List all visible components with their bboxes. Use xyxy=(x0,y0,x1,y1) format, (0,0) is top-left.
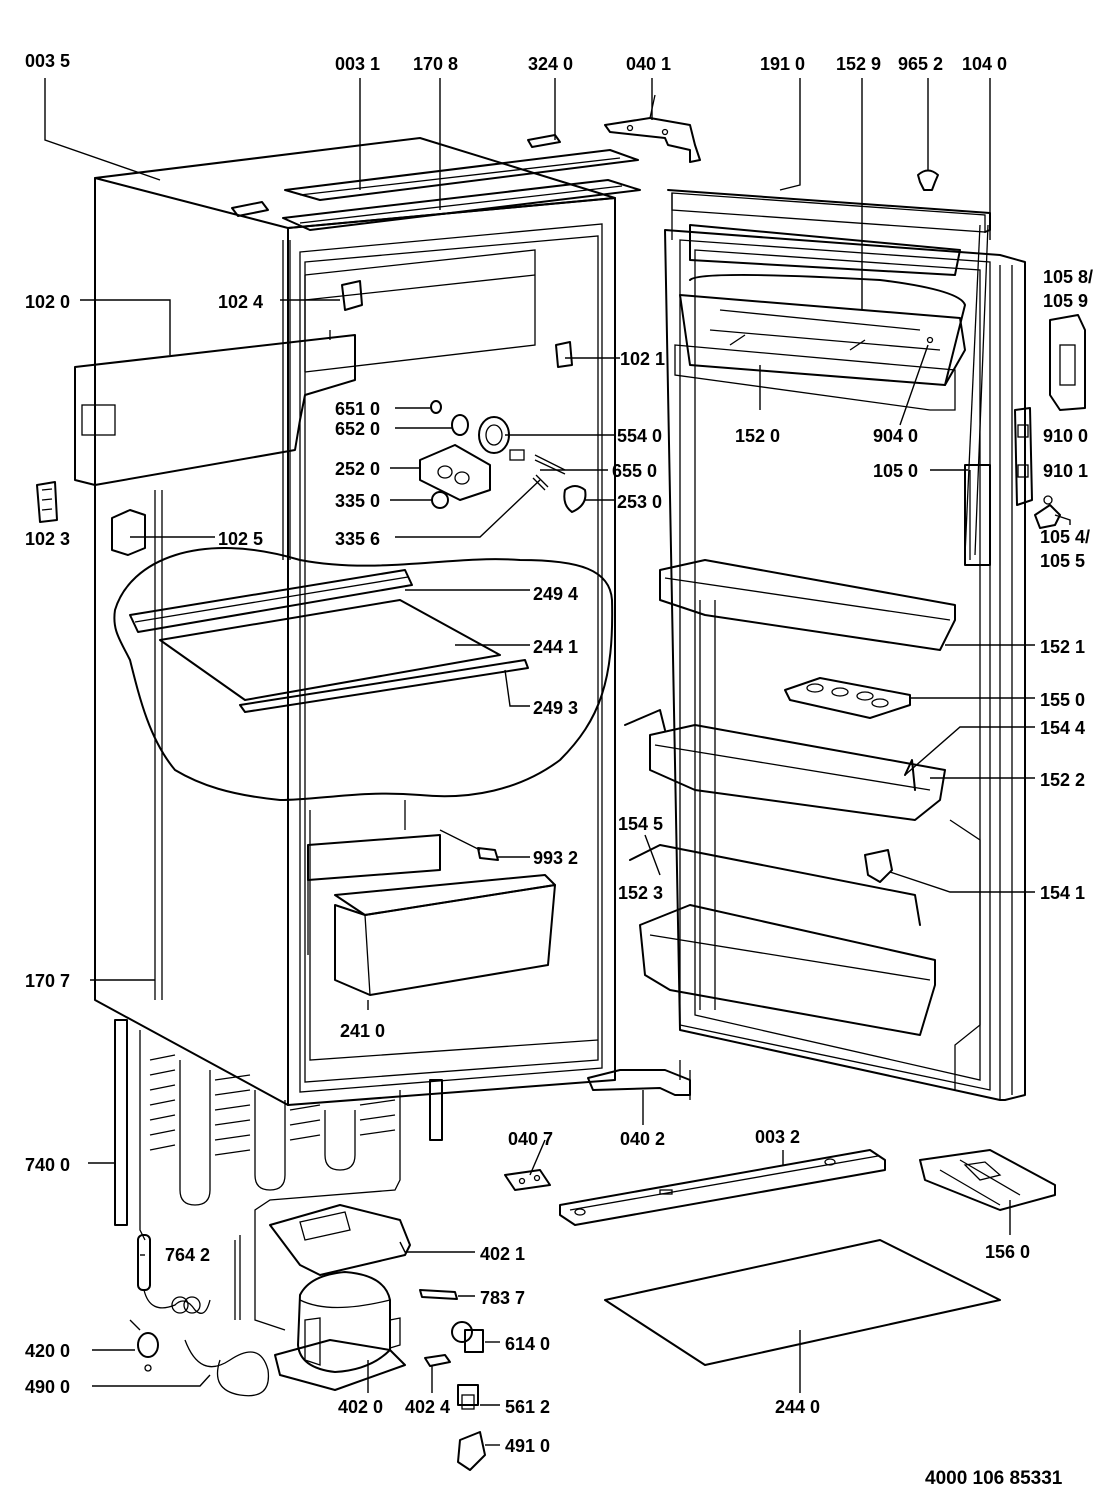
bottom-hinge xyxy=(587,1060,691,1100)
callout-040-7: 040 7 xyxy=(508,1129,554,1149)
callout-655-0: 655 0 xyxy=(612,461,658,481)
callout-652-0: 652 0 xyxy=(335,419,381,439)
dairy-compartment xyxy=(674,224,966,411)
callout-105-4: 105 4/ xyxy=(1040,527,1091,547)
bottle-guard xyxy=(629,844,921,926)
door-shelf-top xyxy=(659,559,956,651)
glass-plate xyxy=(604,1239,1001,1366)
bottom-cover-strip xyxy=(559,1149,886,1226)
callout-910-1: 910 1 xyxy=(1043,461,1089,481)
callout-154-5: 154 5 xyxy=(618,814,664,834)
callout-491-0: 491 0 xyxy=(505,1436,551,1456)
callout-152-0: 152 0 xyxy=(735,426,781,446)
compressor-bracket xyxy=(269,1204,411,1276)
callout-105-5: 105 5 xyxy=(1040,551,1086,571)
callout-105-0: 105 0 xyxy=(873,461,919,481)
cutaway-outline xyxy=(113,547,614,801)
callout-154-1: 154 1 xyxy=(1040,883,1086,903)
door-hinge-parts xyxy=(964,314,1086,566)
callout-105-9: 105 9 xyxy=(1043,291,1089,311)
clip-part xyxy=(36,481,58,523)
callout-040-2: 040 2 xyxy=(620,1129,666,1149)
callout-335-0: 335 0 xyxy=(335,491,381,511)
callout-152-9: 152 9 xyxy=(836,54,882,74)
callout-102-3: 102 3 xyxy=(25,529,71,549)
top-rails xyxy=(231,134,641,231)
catch-part xyxy=(555,341,573,368)
door-shelf-bottom xyxy=(639,904,936,1036)
callout-003-1: 003 1 xyxy=(335,54,381,74)
compressor xyxy=(274,1271,406,1391)
callout-152-3: 152 3 xyxy=(618,883,664,903)
callout-783-7: 783 7 xyxy=(480,1288,526,1308)
callout-191-0: 191 0 xyxy=(760,54,806,74)
callout-152-2: 152 2 xyxy=(1040,770,1086,790)
callout-249-3: 249 3 xyxy=(533,698,579,718)
callout-904-0: 904 0 xyxy=(873,426,919,446)
callout-402-0: 402 0 xyxy=(338,1397,384,1417)
callout-040-1: 040 1 xyxy=(626,54,672,74)
freezer-flap-panel xyxy=(74,330,356,486)
top-hinge xyxy=(604,94,701,163)
callout-252-0: 252 0 xyxy=(335,459,381,479)
callout-170-8: 170 8 xyxy=(413,54,459,74)
callout-102-4: 102 4 xyxy=(218,292,264,312)
relay-part xyxy=(129,1319,159,1372)
callout-105-8: 105 8/ xyxy=(1043,267,1094,287)
callout-402-1: 402 1 xyxy=(480,1244,526,1264)
callout-614-0: 614 0 xyxy=(505,1334,551,1354)
callout-102-5: 102 5 xyxy=(218,529,264,549)
document-number: 4000 106 85331 xyxy=(925,1468,1063,1489)
egg-tray xyxy=(784,677,911,719)
leader-lines xyxy=(44,78,1071,1446)
callout-554-0: 554 0 xyxy=(617,426,663,446)
hinge-cover xyxy=(504,1169,551,1191)
callout-249-4: 249 4 xyxy=(533,584,579,604)
callout-152-1: 152 1 xyxy=(1040,637,1086,657)
callout-335-6: 335 6 xyxy=(335,529,381,549)
callout-561-2: 561 2 xyxy=(505,1397,551,1417)
door-clip xyxy=(864,849,893,883)
callout-102-1: 102 1 xyxy=(620,349,666,369)
callout-003-5: 003 5 xyxy=(25,51,71,71)
callout-253-0: 253 0 xyxy=(617,492,663,512)
callout-155-0: 155 0 xyxy=(1040,690,1086,710)
glass-shelf-assembly xyxy=(129,569,529,713)
electrical-small-parts xyxy=(419,1289,486,1471)
capillary-tube xyxy=(137,1234,241,1320)
crisper-drawer xyxy=(307,829,556,996)
callout-402-4: 402 4 xyxy=(405,1397,451,1417)
callout-241-0: 241 0 xyxy=(340,1021,386,1041)
callout-154-4: 154 4 xyxy=(1040,718,1086,738)
callout-324-0: 324 0 xyxy=(528,54,574,74)
callout-993-2: 993 2 xyxy=(533,848,579,868)
callout-651-0: 651 0 xyxy=(335,399,381,419)
door-shelf-middle xyxy=(624,709,946,821)
callout-740-0: 740 0 xyxy=(25,1155,71,1175)
callout-490-0: 490 0 xyxy=(25,1377,71,1397)
power-cord xyxy=(184,1339,270,1397)
block-part xyxy=(111,509,146,556)
latch-part xyxy=(341,280,363,311)
ice-tray xyxy=(919,1149,1056,1211)
callout-244-0: 244 0 xyxy=(775,1397,821,1417)
callout-244-1: 244 1 xyxy=(533,637,579,657)
callout-170-7: 170 7 xyxy=(25,971,71,991)
screw-part xyxy=(917,169,939,191)
thermostat-assembly xyxy=(419,400,587,513)
callout-420-0: 420 0 xyxy=(25,1341,71,1361)
callout-003-2: 003 2 xyxy=(755,1127,801,1147)
callout-102-0: 102 0 xyxy=(25,292,71,312)
callout-104-0: 104 0 xyxy=(962,54,1008,74)
callout-965-2: 965 2 xyxy=(898,54,944,74)
callout-764-2: 764 2 xyxy=(165,1245,211,1265)
callout-156-0: 156 0 xyxy=(985,1242,1031,1262)
callout-910-0: 910 0 xyxy=(1043,426,1089,446)
condenser-coil xyxy=(114,1019,443,1331)
